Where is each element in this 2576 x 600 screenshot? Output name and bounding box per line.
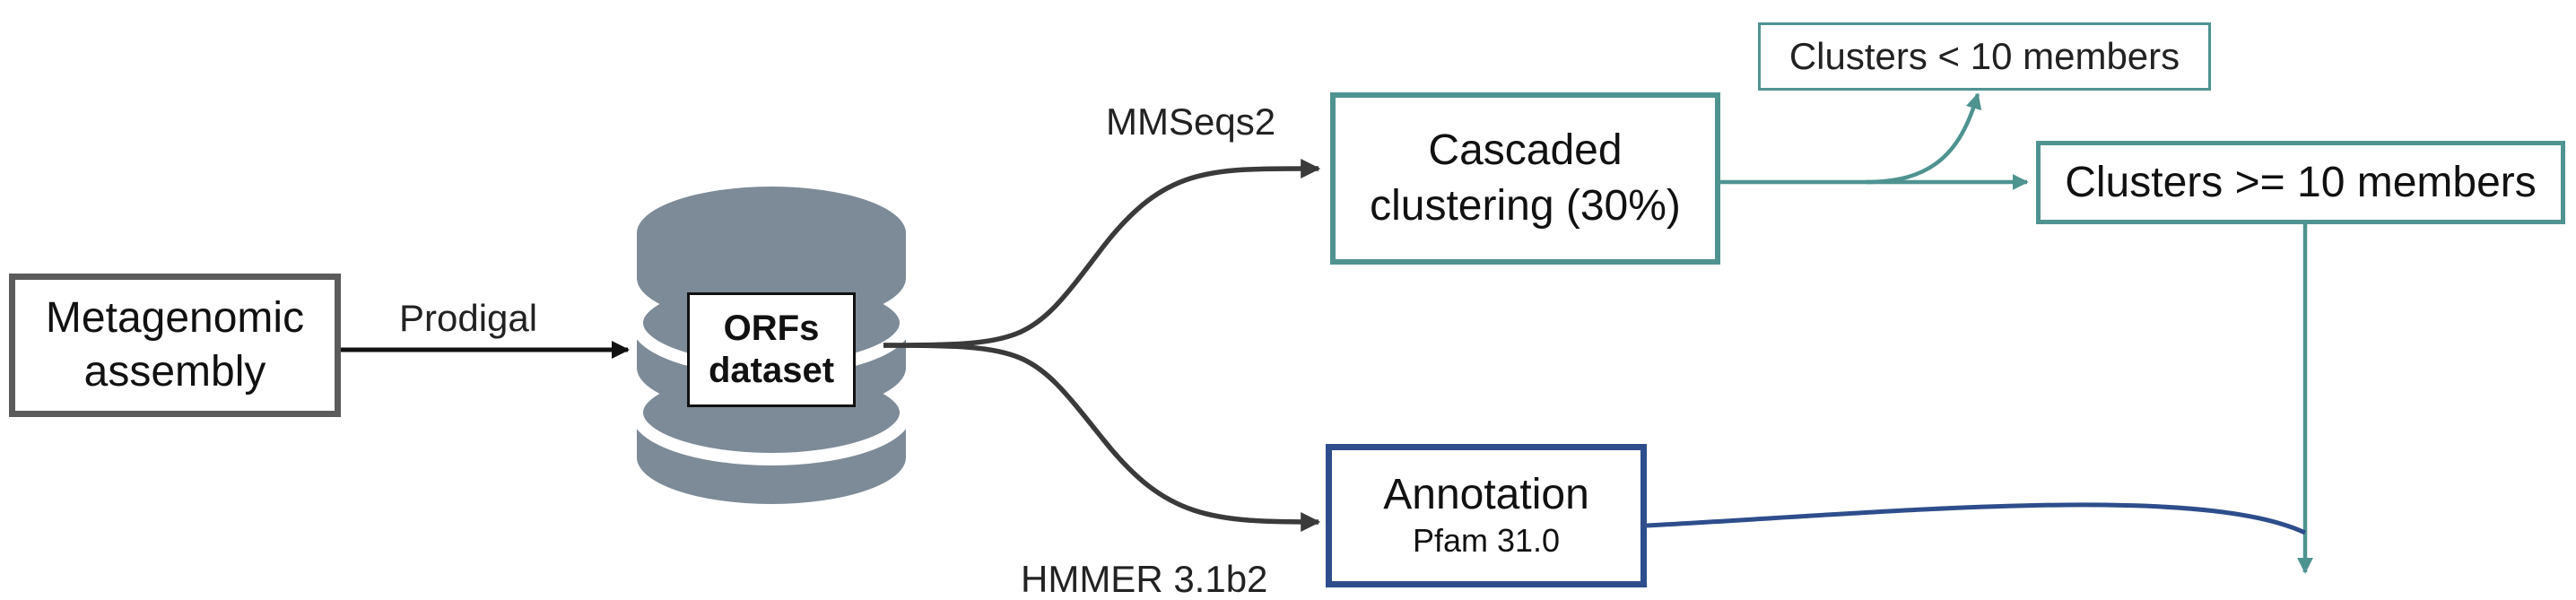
annotation-title: Annotation [1383,470,1589,518]
cascaded-line1: Cascaded [1428,126,1623,174]
orfs-line1: ORFs [723,308,820,348]
metagenomic-line1: Metagenomic [45,294,305,342]
edge-label-hmmer: HMMER 3.1b2 [1021,558,1268,600]
edge-label-mmseqs: MMSeqs2 [1106,100,1276,143]
edge-hmmer [883,343,1321,532]
clusters-small-box: Clusters < 10 members [1758,22,2211,91]
cascaded-line2: clustering (30%) [1370,182,1681,230]
clusters-large-label: Clusters >= 10 members [2065,159,2537,206]
edge-mmseqs [883,158,1321,348]
database-top-cap [637,187,906,280]
edge-to-small-clusters [1865,92,1982,185]
edge-label-prodigal: Prodigal [399,297,538,339]
edge-annotation-merge [1646,502,2307,535]
clusters-large-box: Clusters >= 10 members [2036,141,2565,224]
annotation-box: Annotation Pfam 31.0 [1326,444,1647,587]
metagenomic-line2: assembly [83,348,266,396]
annotation-subtitle: Pfam 31.0 [1412,522,1561,560]
orfs-dataset-box: ORFs dataset [687,292,856,407]
clusters-small-label: Clusters < 10 members [1788,35,2180,77]
cascaded-clustering-box: Cascaded clustering (30%) [1330,92,1720,265]
orfs-line2: dataset [708,351,835,390]
metagenomic-assembly-box: Metagenomic assembly [9,274,341,417]
